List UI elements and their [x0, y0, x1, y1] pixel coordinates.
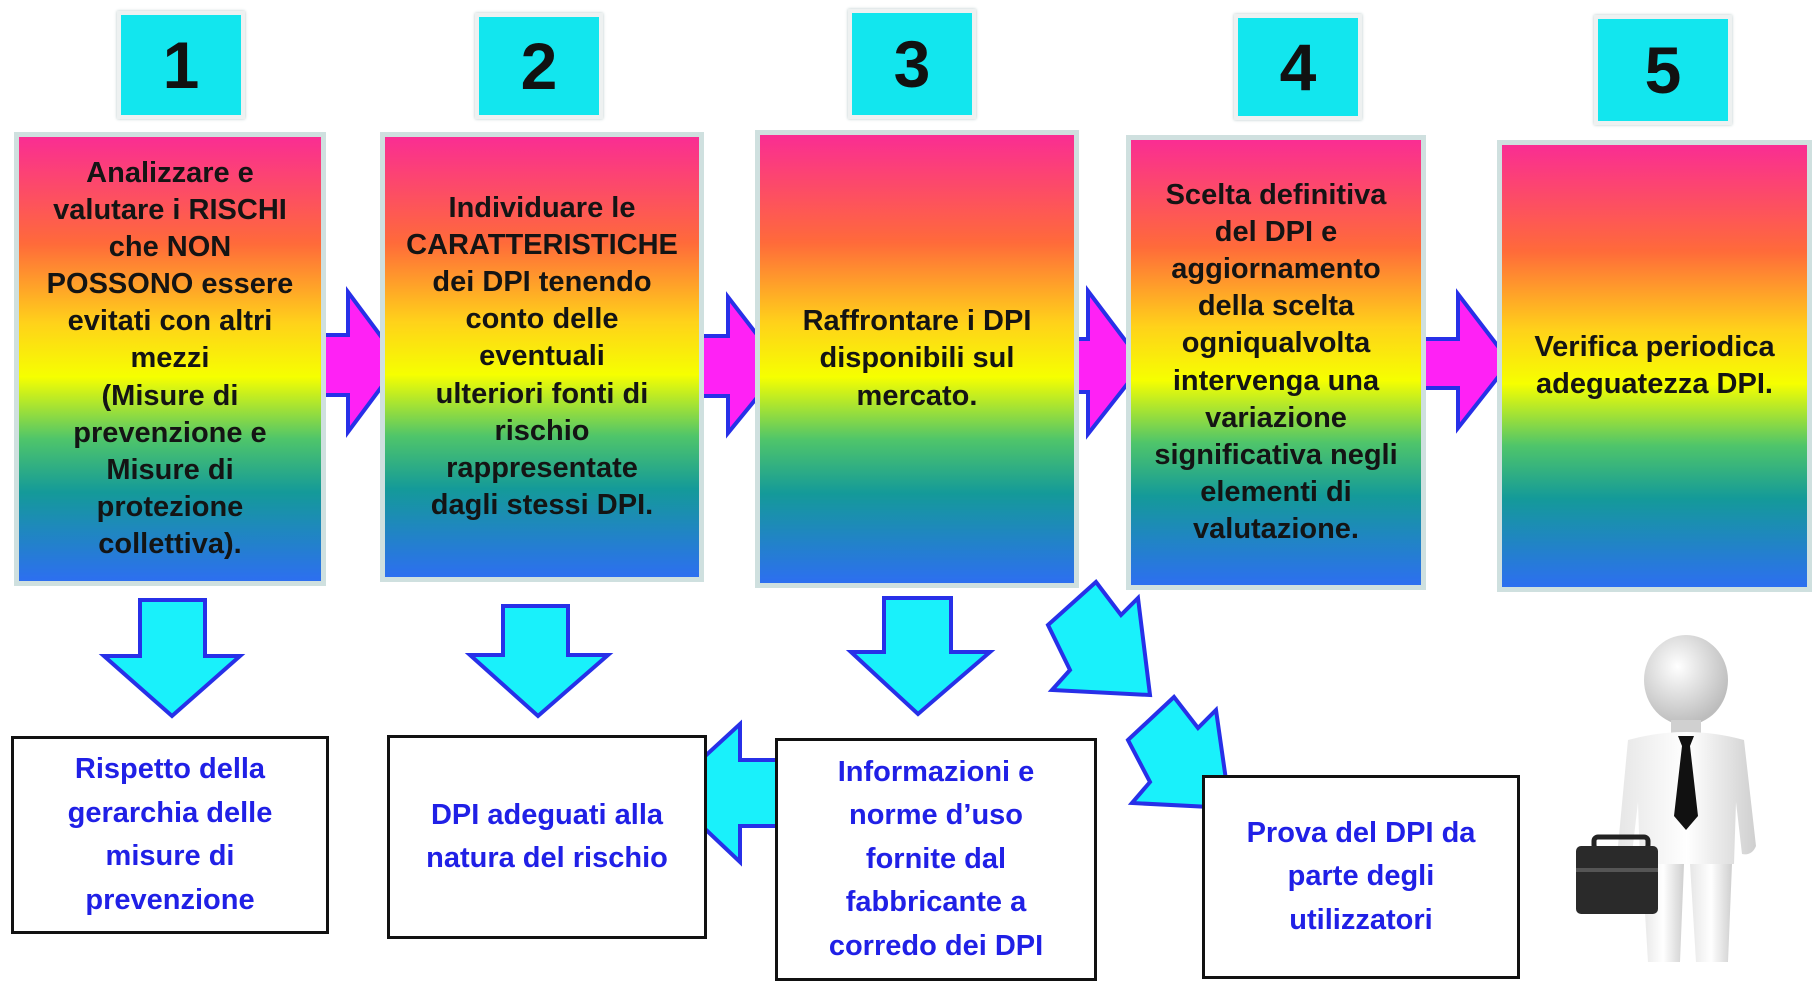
step-box-2: Individuare le CARATTERISTICHE dei DPI t… — [380, 132, 704, 582]
step-box-3: Raffrontare i DPI disponibili sul mercat… — [755, 130, 1079, 588]
outcome-box-2: DPI adeguati alla natura del rischio — [387, 735, 707, 939]
step-box-4: Scelta definitiva del DPI e aggiornament… — [1126, 135, 1426, 590]
outcome-box-3: Informazioni e norme d’uso fornite dal f… — [775, 738, 1097, 981]
step-text-1: Analizzare e valutare i RISCHI che NON P… — [46, 156, 294, 560]
down-arrow-1 — [98, 598, 246, 719]
step-text-5: Verifica periodica adeguatezza DPI. — [1534, 330, 1775, 400]
outcome-text-4: Prova del DPI da parte degli utilizzator… — [1246, 816, 1476, 936]
outcome-box-4: Prova del DPI da parte degli utilizzator… — [1202, 775, 1520, 979]
businessman-with-briefcase-icon — [1576, 635, 1756, 962]
down-arrow-3 — [845, 596, 996, 717]
down-arrow-2 — [464, 604, 614, 719]
step-number-3: 3 — [848, 9, 976, 119]
outcome-text-1: Rispetto della gerarchia delle misure di… — [67, 753, 273, 916]
step-box-1: Analizzare e valutare i RISCHI che NON P… — [14, 132, 326, 586]
step-number-4: 4 — [1234, 14, 1362, 120]
step-box-5: Verifica periodica adeguatezza DPI. — [1497, 140, 1812, 592]
step-text-3: Raffrontare i DPI disponibili sul mercat… — [802, 305, 1032, 412]
step-number-2: 2 — [475, 13, 603, 119]
right-arrow-4-5 — [1410, 288, 1513, 434]
step-text-2: Individuare le CARATTERISTICHE dei DPI t… — [406, 192, 678, 521]
step-number-1: 1 — [117, 11, 245, 119]
outcome-text-3: Informazioni e norme d’uso fornite dal f… — [828, 755, 1044, 962]
outcome-text-2: DPI adeguati alla natura del rischio — [426, 798, 668, 875]
outcome-box-1: Rispetto della gerarchia delle misure di… — [11, 736, 329, 934]
diagonal-arrow-1 — [1045, 579, 1153, 698]
step-text-4: Scelta definitiva del DPI e aggiornament… — [1154, 178, 1398, 545]
step-number-5: 5 — [1594, 15, 1732, 125]
